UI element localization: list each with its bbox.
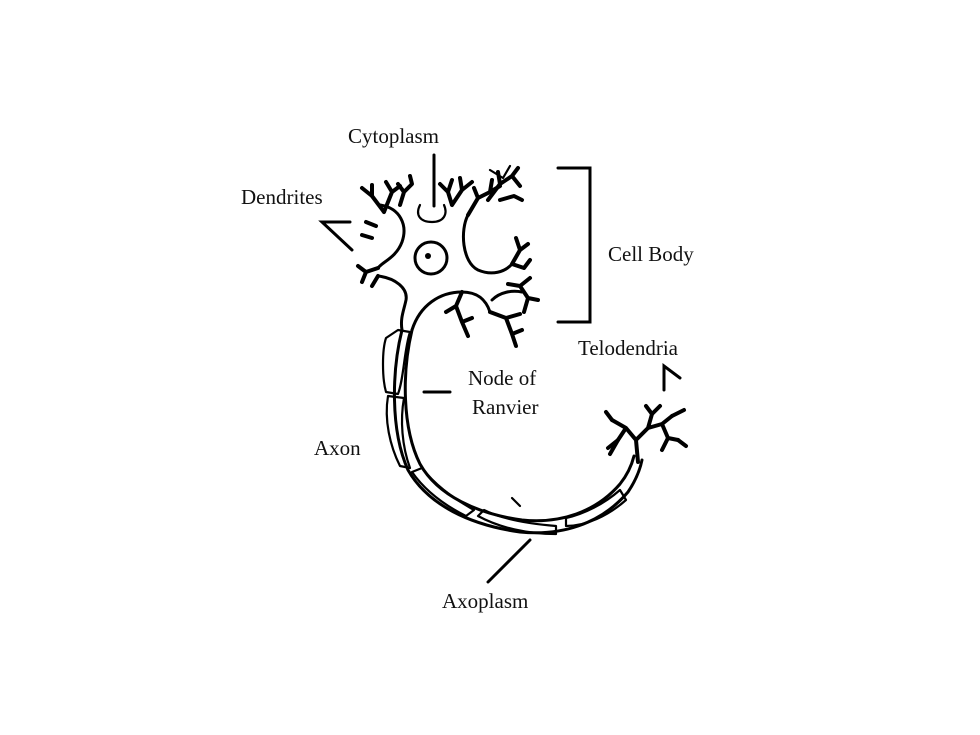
cytoplasm-region — [416, 203, 447, 224]
dendrites-label: Dendrites — [241, 185, 323, 209]
cytoplasm-label: Cytoplasm — [348, 124, 439, 148]
axoplasm-pointer — [486, 538, 532, 584]
myelin-sheath — [381, 328, 628, 536]
telodendria-label: Telodendria — [578, 336, 679, 360]
telodendria — [604, 404, 688, 464]
telodendria-pointer — [662, 363, 682, 392]
node-of-ranvier-label-line2: Ranvier — [472, 395, 538, 419]
cell-body-label: Cell Body — [608, 242, 694, 266]
axoplasm-label: Axoplasm — [442, 589, 528, 613]
cell-body-bracket — [556, 166, 592, 324]
dendrites-pointer — [318, 220, 354, 252]
dendrites — [356, 164, 540, 348]
nucleus — [413, 240, 449, 276]
node-of-ranvier-label-line1: Node of — [468, 366, 536, 390]
axon-label: Axon — [314, 436, 361, 460]
